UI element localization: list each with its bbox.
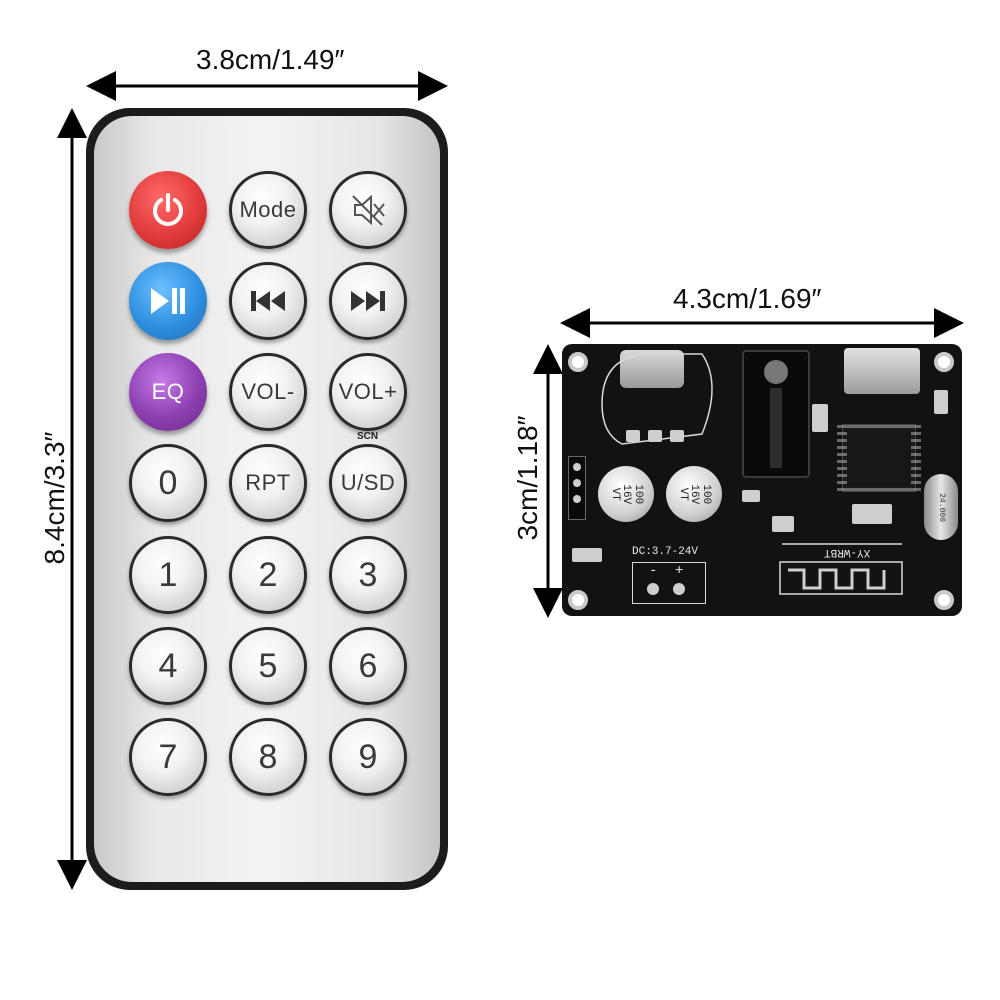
audio-jack [742, 350, 810, 478]
capacitor-2-value: 100 [700, 484, 713, 504]
eq-button[interactable]: EQ [129, 353, 207, 431]
eq-label: EQ [151, 379, 185, 404]
digit-1-label: 1 [158, 555, 178, 594]
usd-button[interactable]: U/SD [329, 444, 407, 522]
digit-5-label: 5 [258, 646, 278, 685]
digit-7-button[interactable]: 7 [129, 718, 207, 796]
capacitor-2-series: VT [677, 487, 690, 501]
play-pause-icon [151, 288, 185, 314]
usb-port [844, 348, 920, 394]
power-terminal: - + [632, 562, 706, 604]
next-button[interactable] [329, 262, 407, 340]
capacitor-1-value: 100 [632, 484, 645, 504]
smd-component [812, 404, 828, 432]
vol-up-button[interactable]: VOL+ [329, 353, 407, 431]
digit-0-button[interactable]: 0 [129, 444, 207, 522]
capacitor-1: 100 16V VT [598, 466, 654, 522]
dc-voltage-label: DC:3.7-24V [632, 546, 699, 558]
board-width-label: 4.3cm/1.69″ [673, 283, 822, 314]
digit-3-label: 3 [358, 555, 378, 594]
digit-8-label: 8 [258, 737, 278, 776]
rpt-button[interactable]: RPT [229, 444, 307, 522]
previous-button[interactable] [229, 262, 307, 340]
bluetooth-chip [837, 424, 921, 492]
smd-component [648, 430, 662, 442]
vol-up-label: VOL+ [338, 379, 398, 404]
previous-icon [251, 291, 285, 311]
play-pause-button[interactable] [129, 262, 207, 340]
mount-hole-bottom-left [568, 590, 588, 610]
capacitor-1-voltage: 16V [620, 484, 633, 504]
terminal-minus-label: - [649, 563, 658, 579]
digit-7-label: 7 [158, 737, 178, 776]
board-height-label: 3cm/1.18″ [512, 415, 543, 541]
remote-control: Mode EQ VOL- [86, 108, 448, 890]
power-button[interactable] [129, 171, 207, 249]
remote-width-label: 3.8cm/1.49″ [196, 44, 345, 75]
mute-icon [352, 194, 385, 226]
smd-component [852, 504, 892, 524]
mode-button[interactable]: Mode [229, 171, 307, 249]
mount-hole-top-left [568, 352, 588, 372]
digit-5-button[interactable]: 5 [229, 627, 307, 705]
digit-2-button[interactable]: 2 [229, 536, 307, 614]
board-silkscreen [601, 353, 903, 595]
digit-6-label: 6 [358, 646, 378, 685]
mount-hole-top-right [934, 352, 954, 372]
digit-4-label: 4 [158, 646, 178, 685]
digit-9-label: 9 [358, 737, 378, 776]
crystal-label: 24.000 [936, 492, 946, 522]
smd-component [670, 430, 684, 442]
digit-2-label: 2 [258, 555, 278, 594]
mode-label: Mode [239, 197, 297, 222]
digit-1-button[interactable]: 1 [129, 536, 207, 614]
power-icon [153, 193, 183, 226]
mute-button[interactable] [329, 171, 407, 249]
smd-component [934, 390, 948, 414]
digit-8-button[interactable]: 8 [229, 718, 307, 796]
rpt-label: RPT [245, 470, 291, 495]
smd-component [572, 548, 602, 562]
capacitor-2-voltage: 16V [688, 484, 701, 504]
capacitor-1-series: VT [609, 487, 622, 501]
smd-component [742, 490, 760, 502]
bluetooth-board: 24.000 100 16V VT 100 16V VT DC:3.7-24V … [562, 344, 962, 616]
pin-header [568, 456, 586, 520]
model-label: XY-WRBT [824, 546, 871, 558]
usd-label: U/SD [340, 470, 396, 495]
mount-hole-bottom-right [934, 590, 954, 610]
scn-label: SCN [357, 431, 379, 442]
digit-3-button[interactable]: 3 [329, 536, 407, 614]
digit-0-label: 0 [158, 463, 178, 502]
digit-4-button[interactable]: 4 [129, 627, 207, 705]
vol-down-label: VOL- [241, 379, 295, 404]
digit-9-button[interactable]: 9 [329, 718, 407, 796]
smd-component [772, 516, 794, 532]
next-icon [351, 291, 385, 311]
digit-6-button[interactable]: 6 [329, 627, 407, 705]
terminal-plus-label: + [675, 563, 684, 579]
smd-component [626, 430, 640, 442]
vol-down-button[interactable]: VOL- [229, 353, 307, 431]
capacitor-2: 100 16V VT [666, 466, 722, 522]
crystal-oscillator: 24.000 [924, 474, 958, 540]
remote-height-label: 8.4cm/3.3″ [39, 431, 70, 565]
